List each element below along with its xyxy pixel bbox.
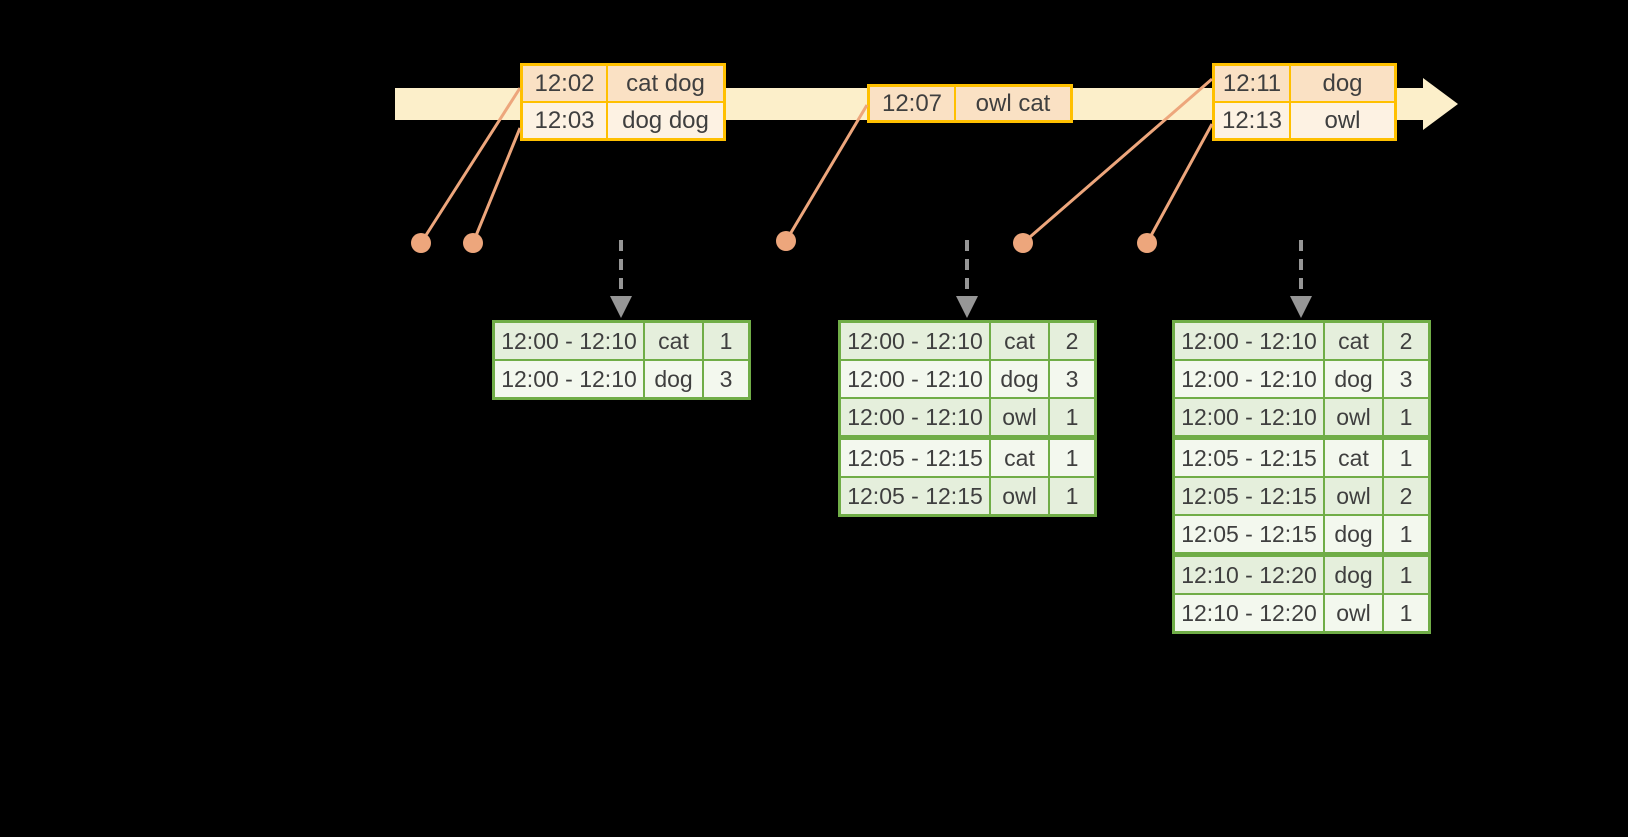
count-cell: 2: [1384, 323, 1428, 359]
window-cell: 12:00 - 12:10: [841, 361, 989, 397]
event-time-cell: 12:11: [1215, 66, 1289, 101]
event-time-cell: 12:03: [523, 103, 606, 138]
count-cell: 1: [1050, 478, 1094, 514]
word-cell: dog: [645, 361, 702, 397]
window-group-separator: [1175, 554, 1428, 555]
word-cell: cat: [991, 323, 1048, 359]
event-dot: [463, 233, 483, 253]
word-cell: cat: [1325, 440, 1382, 476]
window-cell: 12:00 - 12:10: [1175, 361, 1323, 397]
count-cell: 2: [1050, 323, 1094, 359]
event-connector-line: [1145, 123, 1214, 244]
count-cell: 1: [1384, 557, 1428, 593]
trigger-arrow: [1290, 240, 1312, 318]
event-connector-line: [419, 87, 522, 244]
event-dot: [1137, 233, 1157, 253]
word-cell: owl: [1325, 478, 1382, 514]
count-cell: 3: [704, 361, 748, 397]
count-cell: 1: [1050, 440, 1094, 476]
window-cell: 12:00 - 12:10: [495, 323, 643, 359]
timeline-arrowhead-icon: [1423, 78, 1458, 130]
event-table: 12:07 owl cat: [867, 84, 1073, 123]
word-cell: cat: [645, 323, 702, 359]
window-cell: 12:05 - 12:15: [1175, 478, 1323, 514]
window-cell: 12:05 - 12:15: [1175, 516, 1323, 552]
count-cell: 1: [1384, 516, 1428, 552]
window-group-separator: [841, 437, 1094, 438]
count-cell: 1: [1050, 399, 1094, 435]
word-cell: cat: [1325, 323, 1382, 359]
word-cell: dog: [991, 361, 1048, 397]
count-cell: 1: [1384, 440, 1428, 476]
event-table: 12:02 cat dog 12:03 dog dog: [520, 63, 726, 141]
count-cell: 3: [1384, 361, 1428, 397]
window-cell: 12:05 - 12:15: [841, 478, 989, 514]
window-cell: 12:05 - 12:15: [1175, 440, 1323, 476]
window-cell: 12:00 - 12:10: [841, 399, 989, 435]
event-time-cell: 12:13: [1215, 103, 1289, 138]
count-cell: 2: [1384, 478, 1428, 514]
window-cell: 12:00 - 12:10: [1175, 323, 1323, 359]
word-cell: dog: [1325, 361, 1382, 397]
event-dot: [776, 231, 796, 251]
trigger-arrow: [956, 240, 978, 318]
result-table: 12:00 - 12:10 cat 2 12:00 - 12:10 dog 3 …: [1172, 320, 1431, 634]
window-cell: 12:00 - 12:10: [1175, 399, 1323, 435]
window-cell: 12:10 - 12:20: [1175, 595, 1323, 631]
event-connector-line: [471, 127, 522, 244]
word-cell: dog: [1325, 557, 1382, 593]
word-cell: owl: [1325, 399, 1382, 435]
count-cell: 1: [1384, 595, 1428, 631]
event-words-cell: owl: [1291, 103, 1394, 138]
window-cell: 12:10 - 12:20: [1175, 557, 1323, 593]
event-dot: [1013, 233, 1033, 253]
word-cell: cat: [991, 440, 1048, 476]
event-words-cell: dog dog: [608, 103, 723, 138]
event-time-cell: 12:02: [523, 66, 606, 101]
word-cell: dog: [1325, 516, 1382, 552]
word-cell: owl: [991, 399, 1048, 435]
count-cell: 3: [1050, 361, 1094, 397]
arrow-down-icon: [1290, 296, 1312, 318]
event-words-cell: owl cat: [956, 87, 1070, 120]
word-cell: owl: [991, 478, 1048, 514]
arrow-down-icon: [610, 296, 632, 318]
count-cell: 1: [704, 323, 748, 359]
event-dot: [411, 233, 431, 253]
event-table: 12:11 dog 12:13 owl: [1212, 63, 1397, 141]
window-cell: 12:00 - 12:10: [495, 361, 643, 397]
trigger-arrow: [610, 240, 632, 318]
window-cell: 12:00 - 12:10: [841, 323, 989, 359]
count-cell: 1: [1384, 399, 1428, 435]
event-time-cell: 12:07: [870, 87, 954, 120]
event-words-cell: dog: [1291, 66, 1394, 101]
event-connector-line: [784, 104, 869, 242]
arrow-down-icon: [956, 296, 978, 318]
result-table: 12:00 - 12:10 cat 2 12:00 - 12:10 dog 3 …: [838, 320, 1097, 517]
word-cell: owl: [1325, 595, 1382, 631]
window-cell: 12:05 - 12:15: [841, 440, 989, 476]
window-group-separator: [1175, 437, 1428, 438]
result-table: 12:00 - 12:10 cat 1 12:00 - 12:10 dog 3: [492, 320, 751, 400]
event-words-cell: cat dog: [608, 66, 723, 101]
